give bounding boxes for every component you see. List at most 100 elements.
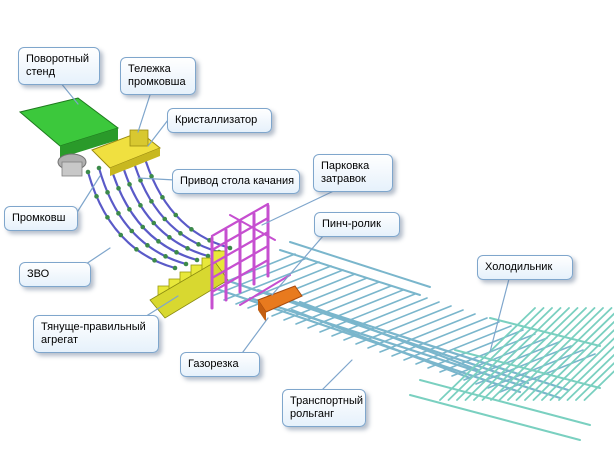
strand-roll: [151, 220, 157, 226]
cooling-bed-bar: [498, 307, 596, 401]
parking-brace: [229, 214, 276, 241]
roller-table-roller: [367, 309, 464, 349]
cooling-bed-bar: [481, 307, 579, 401]
cooling-bed-rail: [419, 379, 591, 426]
cooling-bed-rail: [409, 394, 581, 441]
callout-tundish-line1: Промковш: [12, 212, 66, 224]
parking-beam: [210, 244, 270, 280]
cooling-bed: [409, 307, 614, 441]
ladle-body: [61, 161, 83, 177]
callout-mould: Кристаллизатор: [167, 108, 272, 133]
callout-dummy-bar-parking-line1: Парковка: [321, 160, 370, 172]
parking-brace: [239, 274, 291, 306]
callout-cooling-bed-line1: Холодильник: [485, 261, 553, 273]
roller-table-roller: [403, 321, 500, 361]
roller-table-roller: [211, 257, 308, 297]
callout-withdrawal-straightener-line2: агрегат: [41, 334, 79, 346]
strand-roll: [205, 253, 211, 259]
roller-table-roller: [343, 301, 440, 341]
strand-roll: [127, 182, 132, 187]
callout-turret-line1: Поворотный: [26, 53, 90, 65]
callout-pinch-roll-line1: Пинч-ролик: [322, 218, 381, 230]
parking-beam: [210, 230, 270, 266]
strand-roll: [173, 212, 179, 218]
roller-table-roller: [355, 305, 452, 345]
strand-roll: [185, 246, 190, 251]
callout-leader: [147, 119, 169, 147]
strand-roll: [116, 186, 121, 191]
callout-mould-line1: Кристаллизатор: [175, 114, 258, 126]
strand-roll: [163, 254, 168, 259]
roller-table-roller: [319, 293, 416, 333]
callout-tundish-car-line2: промковша: [128, 76, 186, 88]
roller-table-roller: [475, 345, 572, 385]
callout-tundish-car-line1: Тележка: [128, 63, 171, 75]
strand-roll: [116, 211, 121, 216]
parking-beam: [210, 216, 270, 252]
roller-table-rail: [248, 296, 562, 400]
callout-tundish-car: Тележка промковша: [120, 57, 196, 95]
dummy-bar-parking: [210, 202, 291, 310]
callout-secondary-cooling: ЗВО: [19, 262, 91, 287]
turret-stand: [18, 97, 120, 177]
callout-dummy-bar-parking: Парковка затравок: [313, 154, 393, 192]
callout-roller-table-line2: рольганг: [290, 408, 335, 420]
strand-roll: [149, 174, 154, 179]
callout-pinch-roll: Пинч-ролик: [314, 212, 400, 237]
cooling-bed-bar: [583, 370, 614, 401]
strand-roll: [118, 232, 124, 238]
strand-roll: [174, 250, 179, 255]
tundish-car-side: [110, 148, 160, 176]
roller-table-rail: [298, 300, 480, 372]
strand-roll: [85, 169, 91, 175]
tundish-car: [91, 129, 161, 176]
callout-oscillator: Привод стола качания: [172, 169, 300, 194]
roller-table-rail: [289, 241, 431, 288]
strand-roll: [129, 228, 135, 234]
strand-roll: [127, 207, 132, 212]
cooling-bed-bar: [541, 329, 614, 401]
torch-cutter-body: [257, 285, 303, 313]
strand-roll: [178, 231, 183, 236]
strand-roll: [145, 243, 150, 248]
strand-roll: [134, 247, 139, 252]
roller-table-rail: [279, 249, 421, 296]
strand-roll: [140, 224, 146, 230]
strand-roll: [94, 194, 99, 199]
straightener-base: [149, 261, 229, 319]
callout-leader: [271, 227, 331, 296]
callout-leader: [59, 81, 79, 105]
secondary-cooling-zone: [85, 149, 233, 271]
strand-roll: [105, 190, 110, 195]
callout-leader: [75, 175, 101, 215]
roller-table-roller: [295, 285, 392, 325]
cooling-bed-bar: [515, 307, 613, 401]
callout-torch-cutting-line1: Газорезка: [188, 358, 239, 370]
roller-table-roller: [379, 313, 476, 353]
roller-table-rail: [290, 308, 472, 380]
roller-table-roller: [283, 281, 380, 321]
callout-leader: [239, 317, 269, 357]
strand-roll: [152, 258, 157, 263]
tundish-car-post: [129, 129, 149, 147]
roller-table-roller: [427, 329, 524, 369]
callout-dummy-bar-parking-line2: затравок: [321, 173, 366, 185]
strand-roll: [227, 245, 233, 251]
strand-roll: [183, 261, 189, 267]
cooling-bed-bar: [473, 307, 570, 401]
roller-table-roller: [499, 353, 596, 393]
parking-beam: [210, 258, 270, 294]
strand-roll: [138, 203, 143, 208]
roller-table-roller: [223, 261, 320, 301]
cooling-bed-bar: [464, 307, 562, 401]
callout-secondary-cooling-line1: ЗВО: [27, 268, 50, 280]
cooling-bed-bar: [456, 307, 553, 401]
cooling-bed-bar: [532, 320, 614, 401]
strand-roll: [162, 216, 168, 222]
torch-cutting-machine: [257, 285, 303, 322]
roller-table-roller: [271, 277, 368, 317]
callout-leader: [137, 94, 151, 133]
strand-roll: [149, 199, 154, 204]
callout-tundish: Промковш: [4, 206, 78, 231]
